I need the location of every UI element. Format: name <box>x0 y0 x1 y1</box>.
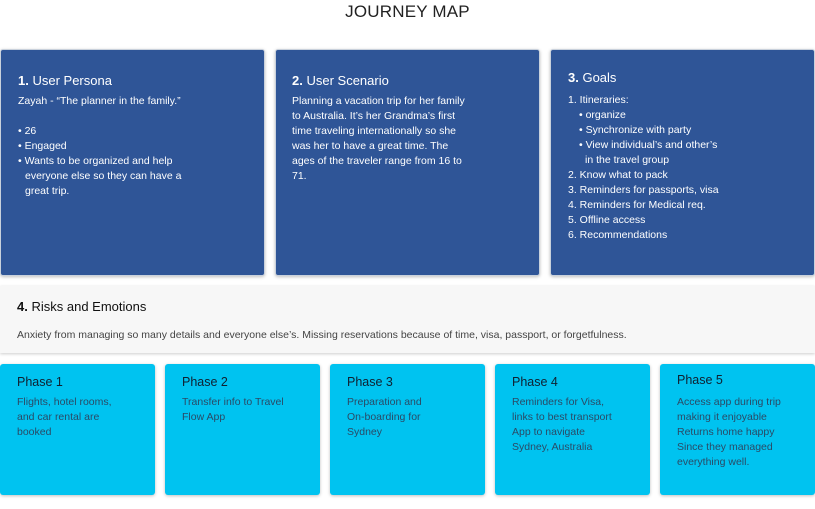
goal-subitem: • organize <box>579 109 626 121</box>
risks-heading-text: Risks and Emotions <box>31 299 147 314</box>
phase-line: making it enjoyable <box>677 411 767 423</box>
phase-line: links to best transport <box>512 411 612 423</box>
persona-quote: Zayah - “The planner in the family.” <box>18 95 181 107</box>
phase-line: On-boarding for <box>347 411 421 423</box>
phase-line: Returns home happy <box>677 426 775 438</box>
phase-description: Reminders for Visa, links to best transp… <box>512 395 612 455</box>
phase-card-5: Phase 5 Access app during trip making it… <box>660 364 815 495</box>
goal-item: 1. Itineraries: <box>568 94 629 106</box>
scenario-number: 2. <box>292 73 303 88</box>
phase-line: Sydney <box>347 426 383 438</box>
goals-card: 3. Goals 1. Itineraries: • organize • Sy… <box>550 49 815 276</box>
phase-description: Transfer info to Travel Flow App <box>182 395 284 425</box>
phase-description: Flights, hotel rooms, and car rental are… <box>17 395 112 440</box>
phase-title: Phase 5 <box>677 373 723 387</box>
persona-bullet: • Engaged <box>18 140 67 152</box>
goal-item: 5. Offline access <box>568 214 646 226</box>
persona-bullet-cont: everyone else so they can have a <box>25 170 182 182</box>
persona-bullet: • Wants to be organized and help <box>18 155 173 167</box>
scenario-line: Planning a vacation trip for her family <box>292 95 465 107</box>
phase-title: Phase 1 <box>17 375 63 389</box>
goal-subitem: • Synchronize with party <box>579 124 692 136</box>
phase-card-2: Phase 2 Transfer info to Travel Flow App <box>165 364 320 495</box>
phase-line: Flights, hotel rooms, <box>17 396 112 408</box>
phase-line: Since they managed <box>677 441 773 453</box>
risks-emotions-panel: 4. Risks and Emotions Anxiety from manag… <box>0 286 815 353</box>
risks-heading: 4. Risks and Emotions <box>17 299 146 314</box>
phase-line: Preparation and <box>347 396 422 408</box>
phase-card-4: Phase 4 Reminders for Visa, links to bes… <box>495 364 650 495</box>
goal-item: 2. Know what to pack <box>568 169 668 181</box>
scenario-heading-text: User Scenario <box>306 73 389 88</box>
goal-item: 4. Reminders for Medical req. <box>568 199 706 211</box>
goal-subitem: • View individual’s and other’s <box>579 139 718 151</box>
risks-text: Anxiety from managing so many details an… <box>17 329 627 341</box>
scenario-line: was her to have a great time. The <box>292 140 449 152</box>
goals-number: 3. <box>568 70 579 85</box>
persona-body: Zayah - “The planner in the family.” • 2… <box>18 94 181 199</box>
phase-line: Reminders for Visa, <box>512 396 605 408</box>
goals-heading-text: Goals <box>582 70 617 85</box>
scenario-line: ages of the traveler range from 16 to <box>292 155 462 167</box>
scenario-heading: 2. User Scenario <box>292 73 389 88</box>
scenario-line: to Australia. It’s her Grandma’s first <box>292 110 456 122</box>
scenario-line: time traveling internationally so she <box>292 125 457 137</box>
page-title: JOURNEY MAP <box>345 2 470 21</box>
goal-item: 6. Recommendations <box>568 229 668 241</box>
persona-number: 1. <box>18 73 29 88</box>
phase-line: and car rental are <box>17 411 100 423</box>
goal-subitem-cont: in the travel group <box>585 154 670 166</box>
scenario-body: Planning a vacation trip for her family … <box>292 94 465 184</box>
phase-line: Access app during trip <box>677 396 781 408</box>
scenario-line: 71. <box>292 170 307 182</box>
goals-heading: 3. Goals <box>568 70 616 85</box>
phase-line: Sydney, Australia <box>512 441 593 453</box>
user-persona-card: 1. User Persona Zayah - “The planner in … <box>0 49 265 276</box>
phase-card-1: Phase 1 Flights, hotel rooms, and car re… <box>0 364 155 495</box>
risks-number: 4. <box>17 299 28 314</box>
phase-title: Phase 2 <box>182 375 228 389</box>
phase-title: Phase 4 <box>512 375 558 389</box>
goal-item: 3. Reminders for passports, visa <box>568 184 719 196</box>
phase-line: Transfer info to Travel <box>182 396 284 408</box>
phase-title: Phase 3 <box>347 375 393 389</box>
phase-line: booked <box>17 426 52 438</box>
phase-line: everything well. <box>677 456 750 468</box>
persona-heading-text: User Persona <box>32 73 112 88</box>
phase-description: Preparation and On-boarding for Sydney <box>347 395 422 440</box>
phase-description: Access app during trip making it enjoyab… <box>677 395 781 470</box>
phase-line: Flow App <box>182 411 226 423</box>
user-scenario-card: 2. User Scenario Planning a vacation tri… <box>275 49 540 276</box>
persona-bullet-cont: great trip. <box>25 185 70 197</box>
phase-card-3: Phase 3 Preparation and On-boarding for … <box>330 364 485 495</box>
persona-heading: 1. User Persona <box>18 73 112 88</box>
persona-bullet: • 26 <box>18 125 37 137</box>
phase-line: App to navigate <box>512 426 585 438</box>
goals-body: 1. Itineraries: • organize • Synchronize… <box>568 93 719 243</box>
